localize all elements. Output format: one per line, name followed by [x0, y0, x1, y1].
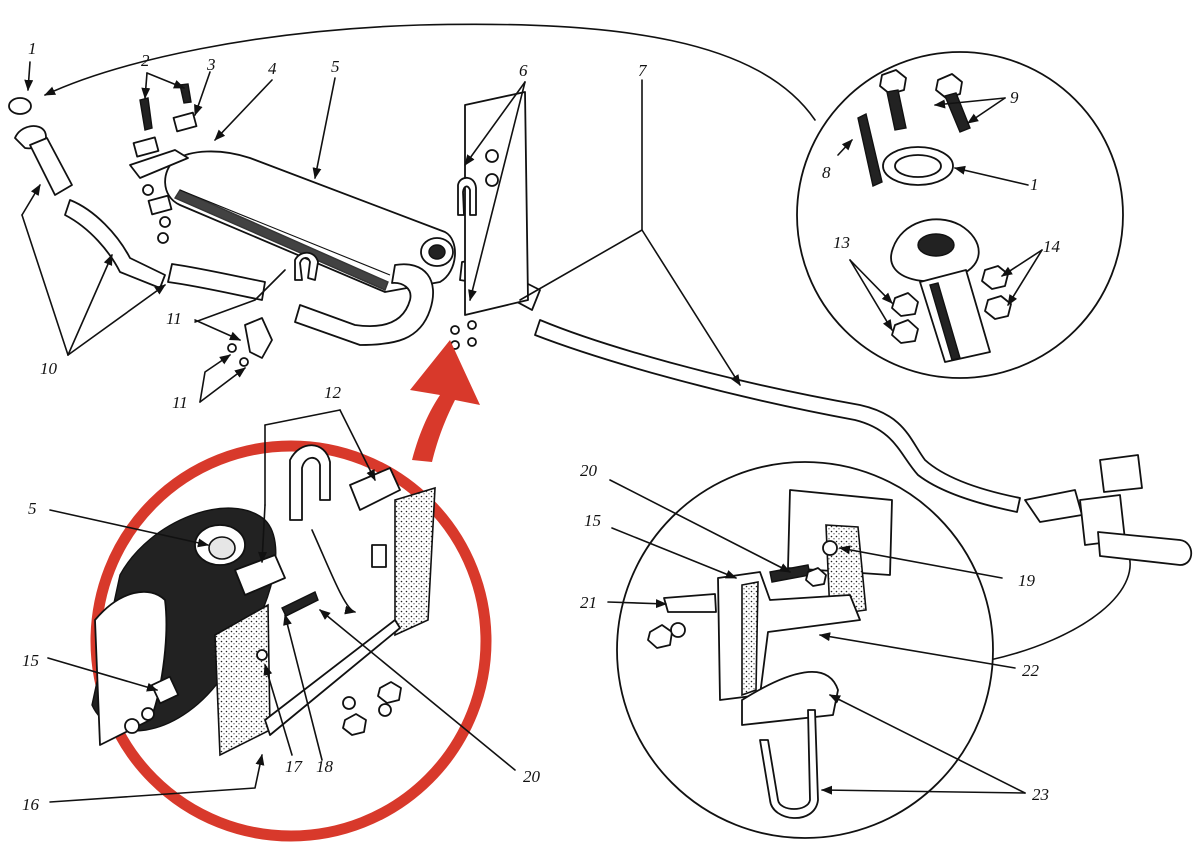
callout-15-right: 15: [584, 511, 601, 530]
callout-5-detail: 5: [28, 499, 37, 518]
bolt-9-a: [879, 69, 907, 131]
tail-end-hardware: [1024, 454, 1193, 566]
front-pipes: [8, 97, 266, 301]
callout-8: 8: [822, 163, 831, 182]
callout-18: 18: [316, 757, 334, 776]
callout-20-right: 20: [580, 461, 598, 480]
callout-20-detail: 20: [523, 767, 541, 786]
callout-17: 17: [285, 757, 304, 776]
tail-pipe: [534, 319, 1021, 513]
intermediate-pipe: [167, 263, 266, 301]
stud-8: [857, 112, 883, 187]
callout-16: 16: [22, 795, 40, 814]
callout-11-a: 11: [166, 309, 182, 328]
front-pipe-lower: [64, 199, 166, 289]
callout-13: 13: [833, 233, 850, 252]
callout-1-detail: 1: [1030, 175, 1039, 194]
callout-3: 3: [206, 55, 216, 74]
callout-2: 2: [141, 51, 150, 70]
callout-6: 6: [519, 61, 528, 80]
callout-22: 22: [1022, 661, 1040, 680]
flange-detail-circle: [796, 51, 1124, 379]
leader-lines: [21, 61, 1043, 803]
callout-4: 4: [268, 59, 277, 78]
leader-arc-right: [989, 544, 1134, 661]
callout-19: 19: [1018, 571, 1036, 590]
callout-21: 21: [580, 593, 597, 612]
callout-11-b: 11: [172, 393, 188, 412]
callout-1-top: 1: [28, 39, 37, 58]
callout-15-detail: 15: [22, 651, 39, 670]
front-pipe-upper: [29, 137, 73, 196]
mount-detail: [91, 444, 436, 757]
callout-12: 12: [324, 383, 342, 402]
callout-labels: 1 2 3 4 5 6 7 9 8 1 13 14 11 10 11 12 5 …: [22, 39, 1061, 814]
muffler-bracket-4: [129, 149, 189, 179]
callout-9: 9: [1010, 88, 1019, 107]
callout-5-top: 5: [331, 57, 340, 76]
rear-mount-detail-circle: [616, 461, 994, 839]
muffler-outlet-bend: [294, 263, 434, 346]
callout-10: 10: [40, 359, 58, 378]
leader-arc-top: [43, 23, 816, 121]
gasket-1-top: [8, 97, 32, 115]
callout-14: 14: [1043, 237, 1061, 256]
callout-7: 7: [638, 61, 648, 80]
callout-23: 23: [1032, 785, 1049, 804]
